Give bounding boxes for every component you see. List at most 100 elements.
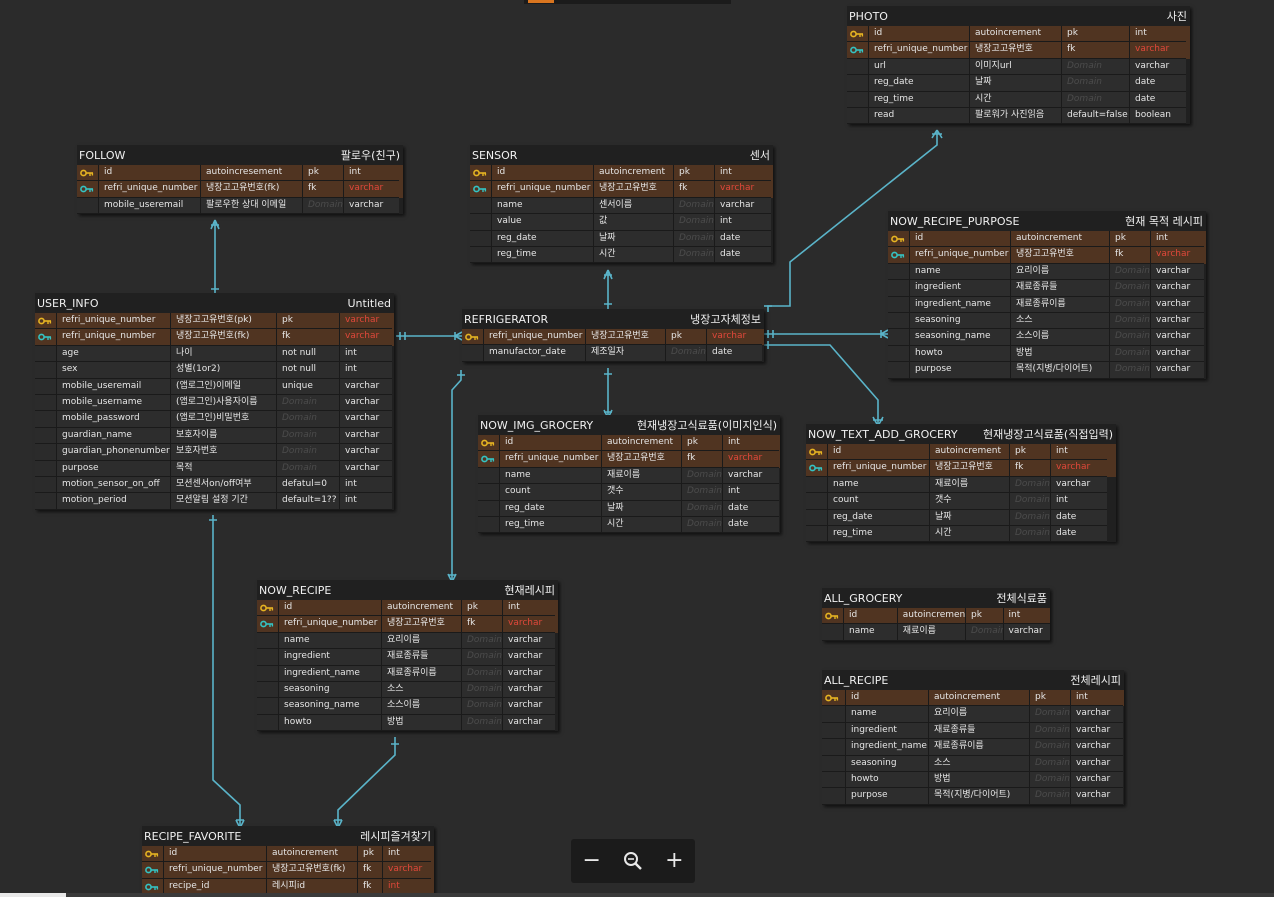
magnifier-icon[interactable] [618,839,648,883]
zoom-in-button[interactable]: + [665,848,684,873]
horizontal-scrollbar[interactable] [0,893,1274,897]
column-constraint: fk [303,181,344,198]
zoom-out-button[interactable]: − [582,848,601,873]
table-comment: 팔로우(친구) [340,149,400,162]
